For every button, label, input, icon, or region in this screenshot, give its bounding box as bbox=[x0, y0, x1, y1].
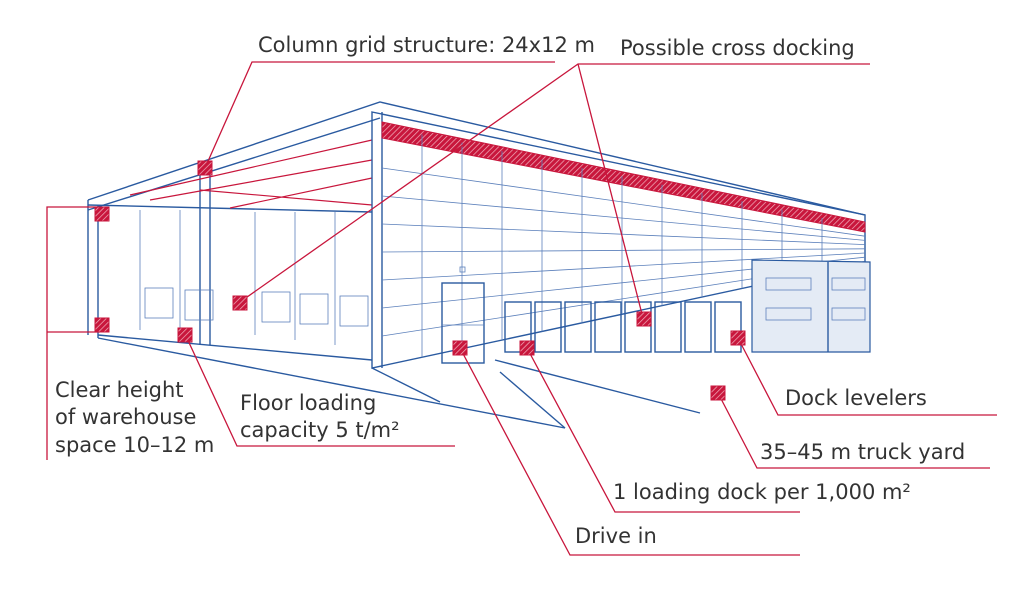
label-drive-in: Drive in bbox=[575, 524, 657, 548]
callout-markers bbox=[94, 160, 746, 401]
marker-truck-yard bbox=[710, 385, 726, 401]
marker-clear-height-bottom bbox=[94, 317, 110, 333]
label-floor-loading-2: capacity 5 t/m² bbox=[240, 418, 400, 442]
label-cross-docking: Possible cross docking bbox=[620, 36, 855, 60]
marker-column-grid bbox=[197, 160, 213, 176]
dock-door bbox=[564, 301, 592, 353]
label-truck-yard: 35–45 m truck yard bbox=[760, 440, 965, 464]
marker-clear-height-top bbox=[94, 206, 110, 222]
dock-door bbox=[624, 301, 652, 353]
marker-drive-in bbox=[452, 340, 468, 356]
callout-leaders bbox=[46, 61, 997, 556]
facade-panel-line bbox=[381, 248, 866, 253]
facade-panel-line bbox=[381, 252, 866, 281]
facade-panel-line bbox=[381, 195, 866, 241]
marker-dock-levelers bbox=[730, 330, 746, 346]
warehouse-building bbox=[87, 101, 871, 429]
marker-loading-dock bbox=[519, 340, 535, 356]
facade-panel-line bbox=[381, 223, 866, 245]
label-floor-loading-1: Floor loading bbox=[240, 391, 376, 415]
label-clear-height-3: space 10–12 m bbox=[55, 433, 214, 457]
dock-door bbox=[534, 301, 562, 353]
dock-door bbox=[714, 301, 742, 353]
label-loading-dock: 1 loading dock per 1,000 m² bbox=[613, 480, 911, 504]
label-clear-height-1: Clear height bbox=[55, 378, 184, 402]
dock-door bbox=[654, 301, 682, 353]
dock-door bbox=[594, 301, 622, 353]
marker-floor-loading bbox=[177, 327, 193, 343]
marker-cross-docking-2 bbox=[636, 311, 652, 327]
dock-door bbox=[684, 301, 712, 353]
label-clear-height-2: of warehouse bbox=[55, 405, 196, 429]
marker-cross-docking-1 bbox=[232, 295, 248, 311]
label-column-grid: Column grid structure: 24x12 m bbox=[258, 33, 595, 57]
facade-panel-line bbox=[381, 167, 866, 237]
label-dock-levelers: Dock levelers bbox=[785, 386, 927, 410]
dock-door bbox=[504, 301, 532, 353]
